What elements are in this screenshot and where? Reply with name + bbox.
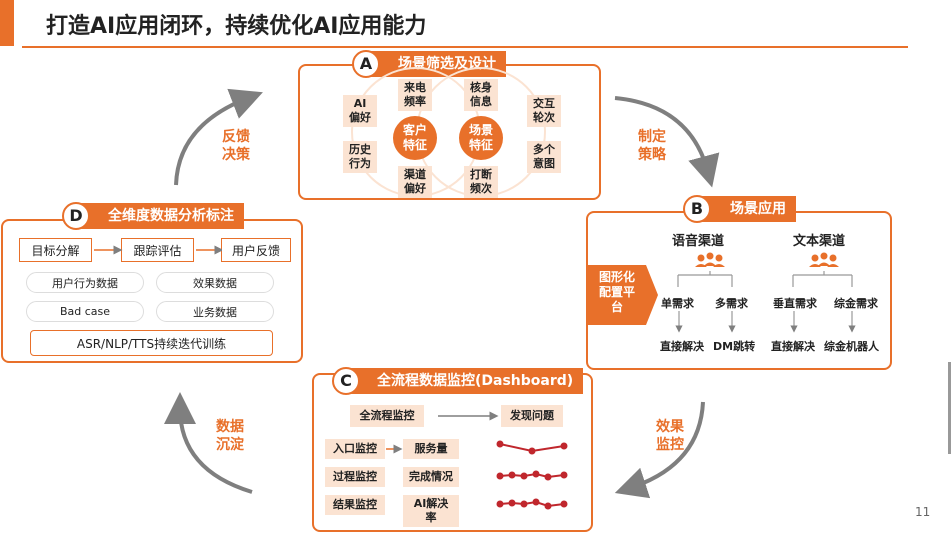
service-volume: 服务量 bbox=[403, 439, 459, 459]
tag-history-behavior: 历史 行为 bbox=[343, 141, 377, 173]
result-monitor: 结果监控 bbox=[325, 495, 385, 515]
flow-arrows bbox=[94, 245, 222, 255]
voice-multi-need: 多需求 bbox=[715, 297, 748, 310]
user-feedback: 用户反馈 bbox=[221, 238, 291, 262]
section-b-letter: B bbox=[683, 195, 711, 223]
tag-multiple-intents: 多个 意图 bbox=[527, 141, 561, 173]
right-edge-bar bbox=[948, 362, 951, 454]
section-c-title: 全流程数据监控(Dashboard) bbox=[347, 368, 584, 394]
venn-outline bbox=[351, 67, 546, 197]
title-accent-bar bbox=[0, 0, 14, 46]
tracking-evaluation: 跟踪评估 bbox=[121, 238, 194, 262]
section-c-letter: C bbox=[332, 367, 360, 395]
title-underline bbox=[22, 46, 908, 48]
arrow-effect bbox=[614, 401, 705, 499]
tag-identity-info: 核身 信息 bbox=[464, 79, 498, 111]
tag-call-frequency: 来电 频率 bbox=[398, 79, 432, 111]
ai-solve-rate: AI解决 率 bbox=[403, 495, 459, 527]
graphical-config-platform: 图形化 配置平 台 bbox=[598, 270, 635, 314]
scene-feature-circle: 场景 特征 bbox=[459, 116, 503, 160]
tag-channel-preference: 渠道 偏好 bbox=[398, 166, 432, 198]
business-data: 业务数据 bbox=[156, 301, 274, 322]
text-finance-robot: 综金机器人 bbox=[824, 340, 879, 353]
section-d-letter: D bbox=[62, 202, 90, 230]
asr-nlp-tts-training: ASR/NLP/TTS持续迭代训练 bbox=[30, 330, 273, 356]
voice-dm-jump: DM跳转 bbox=[713, 340, 756, 353]
section-b-title: 场景应用 bbox=[700, 196, 796, 222]
find-issue: 发现问题 bbox=[501, 405, 563, 427]
voice-single-need: 单需求 bbox=[661, 297, 694, 310]
page-title: 打造AI应用闭环，持续优化AI应用能力 bbox=[46, 14, 427, 39]
label-data: 数据 沉淀 bbox=[216, 419, 244, 453]
scene-tree-lines bbox=[675, 252, 856, 333]
section-a-panel bbox=[298, 64, 601, 200]
voice-direct-solve: 直接解决 bbox=[660, 340, 704, 353]
voice-channel-heading: 语音渠道 bbox=[672, 234, 725, 249]
label-effect: 效果 监控 bbox=[656, 419, 684, 453]
process-monitor: 过程监控 bbox=[325, 467, 385, 487]
section-a-letter: A bbox=[352, 50, 380, 78]
text-finance-need: 综金需求 bbox=[834, 297, 878, 310]
arrow-feedback bbox=[174, 88, 263, 186]
entry-monitor: 入口监控 bbox=[325, 439, 385, 459]
arrow-strategy bbox=[614, 96, 720, 188]
text-vertical-need: 垂直需求 bbox=[773, 297, 817, 310]
section-d-title: 全维度数据分析标注 bbox=[78, 203, 244, 229]
page-number: 11 bbox=[915, 505, 931, 519]
platform-arrow-shape bbox=[586, 265, 658, 325]
label-feedback: 反馈 决策 bbox=[222, 129, 250, 163]
goal-decomposition: 目标分解 bbox=[19, 238, 92, 262]
text-direct-solve: 直接解决 bbox=[771, 340, 815, 353]
customer-feature-circle: 客户 特征 bbox=[393, 116, 437, 160]
completion-status: 完成情况 bbox=[403, 467, 459, 487]
tag-ai-preference: AI 偏好 bbox=[343, 95, 377, 127]
user-behavior-data: 用户行为数据 bbox=[26, 272, 144, 293]
full-flow-monitor: 全流程监控 bbox=[350, 405, 424, 427]
tag-interrupt-frequency: 打断 频次 bbox=[464, 166, 498, 198]
text-channel-heading: 文本渠道 bbox=[793, 234, 846, 249]
bad-case-data: Bad case bbox=[26, 301, 144, 322]
label-strategy: 制定 策略 bbox=[638, 129, 666, 163]
effect-data: 效果数据 bbox=[156, 272, 274, 293]
arrow-data bbox=[164, 392, 253, 494]
monitor-lines bbox=[386, 411, 568, 510]
tag-interaction-turns: 交互 轮次 bbox=[527, 95, 561, 127]
